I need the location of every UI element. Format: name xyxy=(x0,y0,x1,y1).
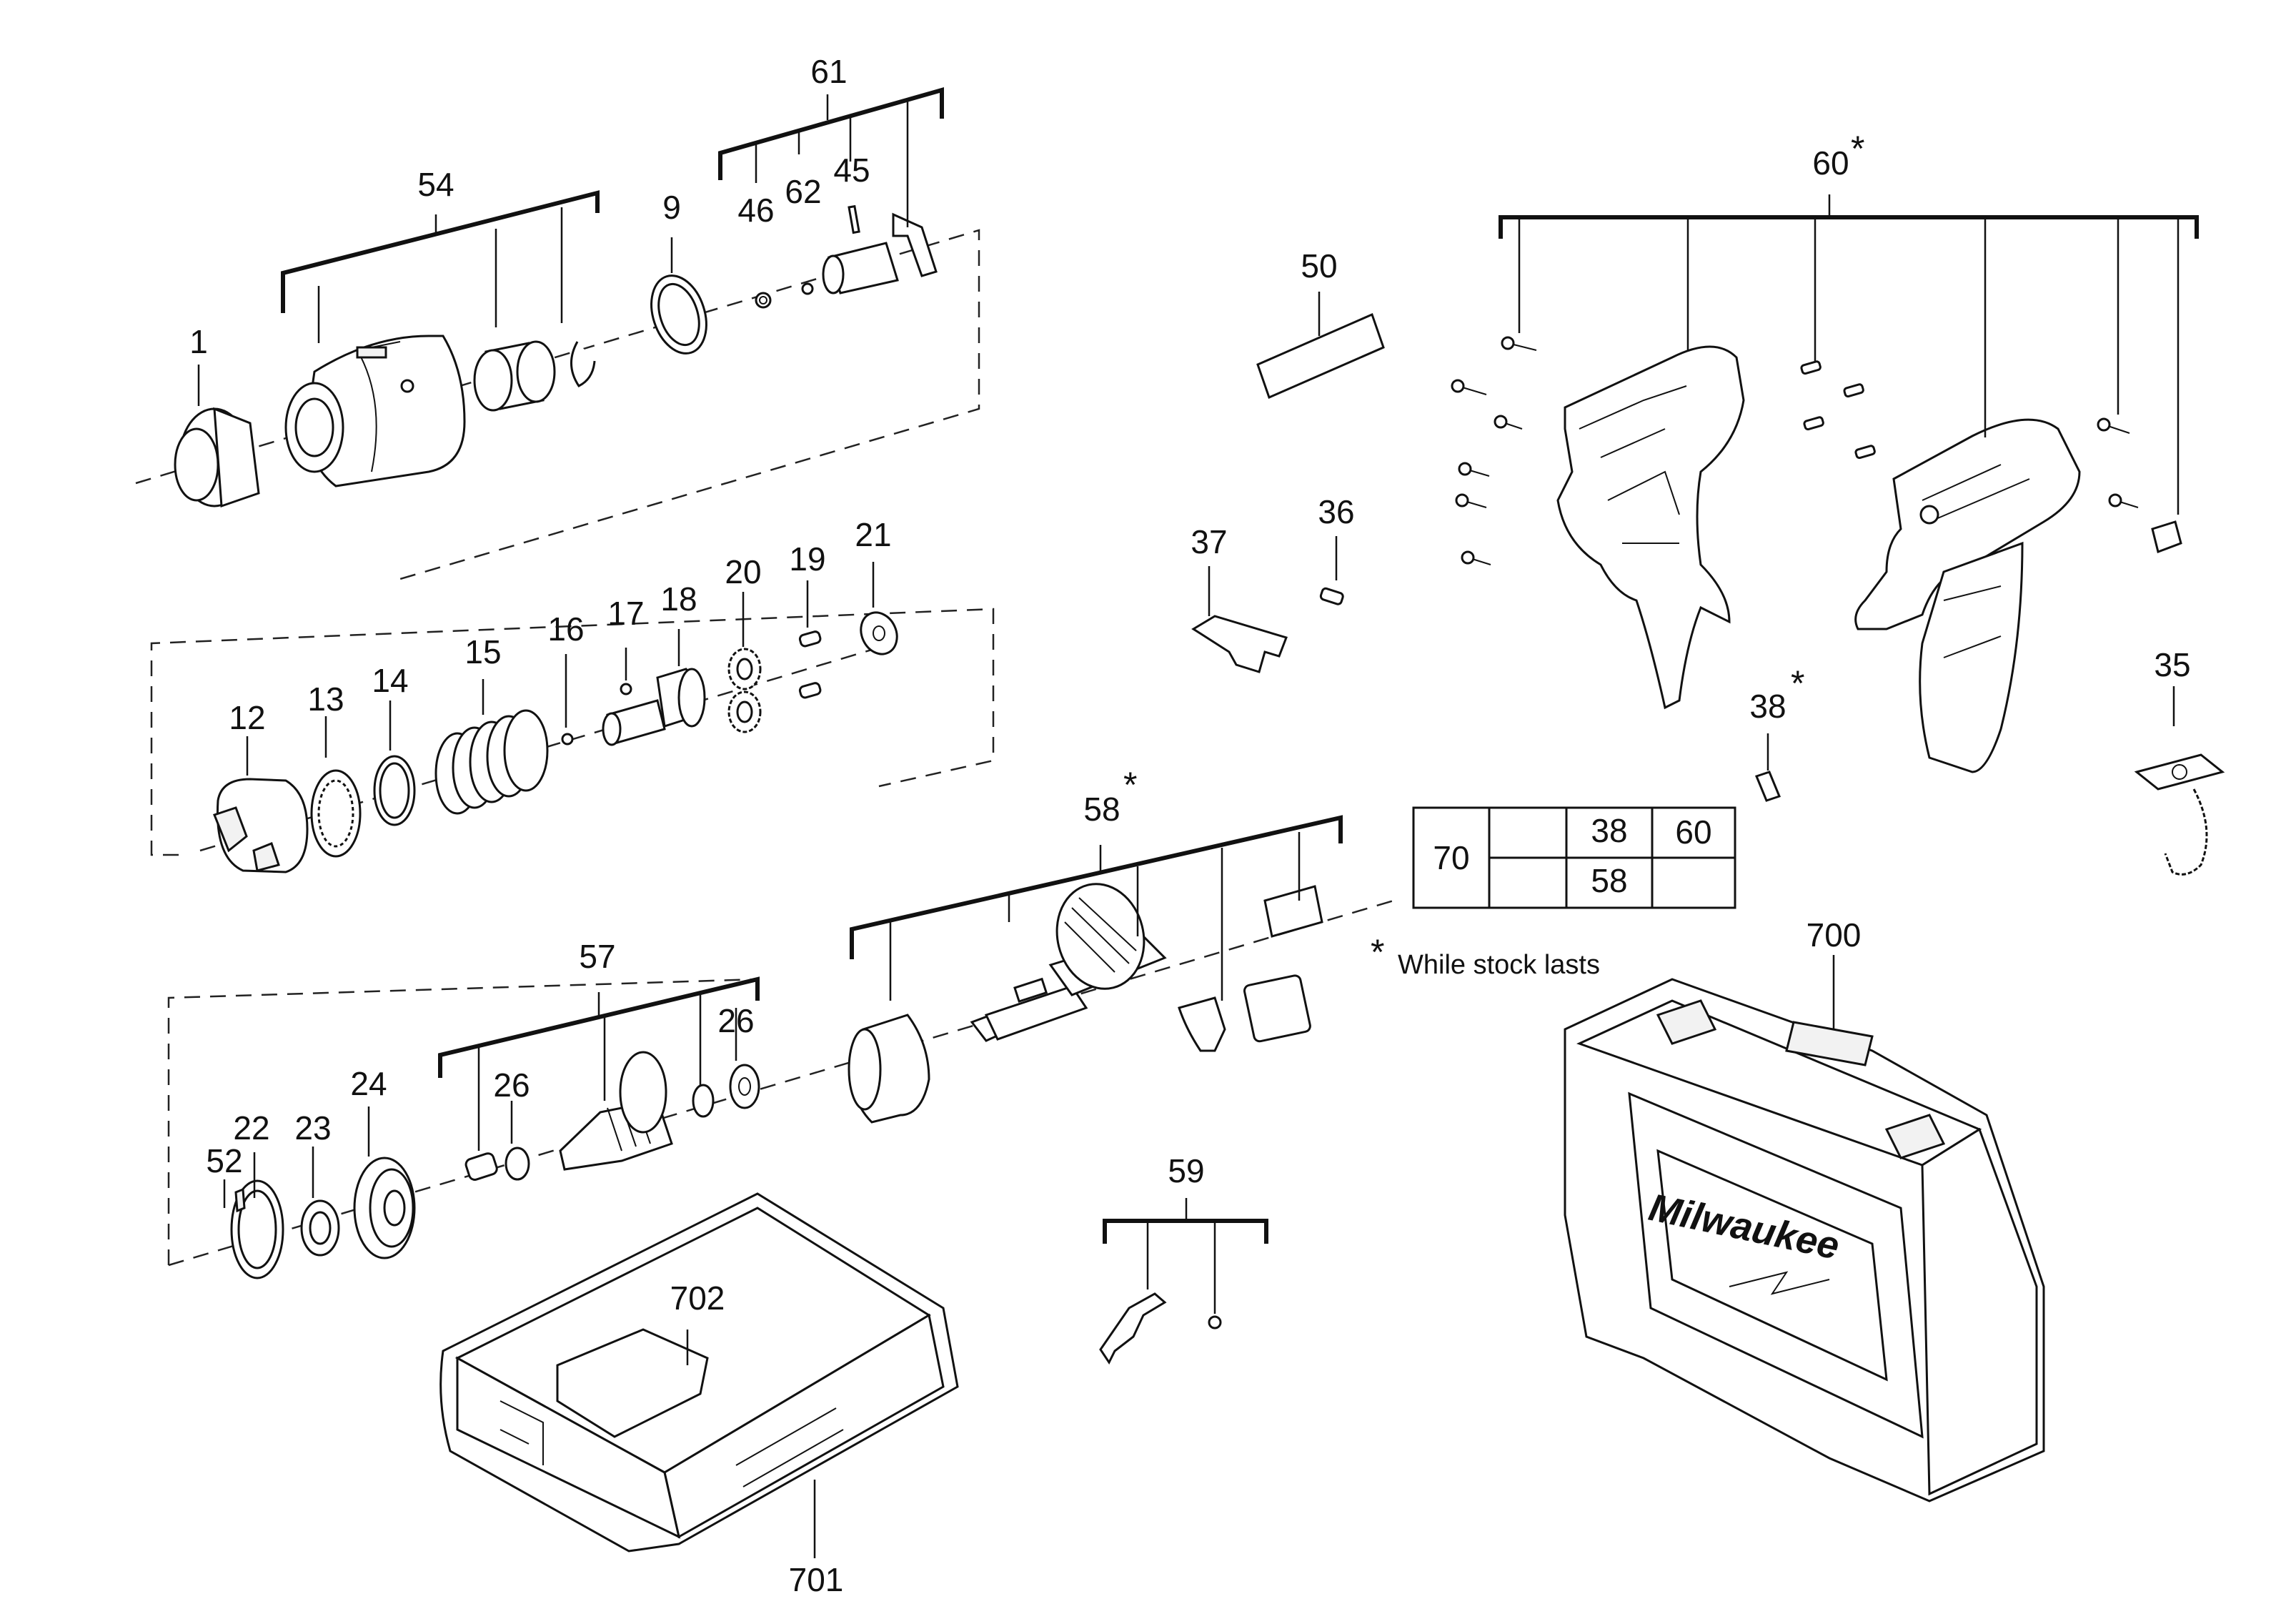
bracket-60 xyxy=(1499,215,2199,239)
callout-60: 60 xyxy=(1812,144,1849,182)
part-35-strap xyxy=(2134,686,2225,876)
part-9-ring xyxy=(650,237,707,355)
kit-table: 70 38 60 58 xyxy=(1412,806,1736,909)
callout-46: 46 xyxy=(737,192,774,229)
bracket-54 xyxy=(281,190,600,313)
part-54-hammer-case xyxy=(284,335,596,487)
part-59-trigger xyxy=(1099,1292,1222,1365)
callout-702: 702 xyxy=(670,1279,725,1317)
part-700-case: Milwaukee xyxy=(1564,955,2045,1502)
part-37-lever xyxy=(1191,566,1288,673)
callout-36: 36 xyxy=(1318,493,1354,530)
footnote-text: While stock lasts xyxy=(1398,950,1600,980)
callout-700: 700 xyxy=(1807,916,1862,954)
part-13-ball-ring xyxy=(310,716,362,858)
part-50-label xyxy=(1256,312,1385,400)
callout-57: 57 xyxy=(579,938,615,975)
callout-14: 14 xyxy=(372,662,408,699)
part-38-clip xyxy=(1755,771,1781,802)
footnote-asterisk: * xyxy=(1371,932,1384,972)
callout-13: 13 xyxy=(307,680,344,718)
part-15-spring xyxy=(434,679,549,815)
callout-37: 37 xyxy=(1191,523,1227,560)
callout-9: 9 xyxy=(662,189,681,226)
bracket-61 xyxy=(718,87,944,180)
part-19-pins xyxy=(798,580,822,699)
row2-assembly xyxy=(150,536,1344,873)
callout-24: 24 xyxy=(350,1065,387,1102)
part-60-housing xyxy=(1451,336,2225,876)
callout-20: 20 xyxy=(725,553,761,590)
callout-45: 45 xyxy=(833,152,870,189)
housing-screws xyxy=(1451,336,2182,565)
part-57-rotor xyxy=(464,1008,760,1181)
part-12-cam xyxy=(213,736,309,873)
callout-labels: 1 54 9 61 46 62 45 50 60 12 13 14 15 16 … xyxy=(189,53,2190,1598)
row3-guide-dash xyxy=(167,978,758,1265)
housing-left-half xyxy=(1556,345,1745,710)
row3-assembly xyxy=(167,883,1394,1365)
kit-table-r1c3: 60 xyxy=(1675,813,1711,851)
callout-50: 50 xyxy=(1301,247,1337,284)
callout-17: 17 xyxy=(607,595,644,632)
callout-35: 35 xyxy=(2154,646,2190,683)
part-24-end-cap xyxy=(353,1106,416,1259)
kit-table-r1c2: 38 xyxy=(1591,812,1627,849)
callout-58: 58 xyxy=(1083,791,1120,828)
row1-assembly xyxy=(135,204,1385,580)
bracket-59 xyxy=(1103,1219,1268,1244)
callout-16: 16 xyxy=(547,610,584,648)
kit-table-kit-number: 70 xyxy=(1433,839,1469,876)
part-701-case xyxy=(439,1192,959,1558)
part-58-stator-electronics xyxy=(848,883,1323,1124)
part-18-spindle xyxy=(602,629,706,746)
callout-59: 59 xyxy=(1168,1152,1204,1189)
callout-38: 38 xyxy=(1749,688,1786,725)
callout-21: 21 xyxy=(855,516,891,553)
callout-26-upper: 26 xyxy=(717,1002,754,1039)
callout-23: 23 xyxy=(294,1109,331,1147)
row1-guide-dash xyxy=(135,229,980,580)
asterisk-38: * xyxy=(1791,663,1804,703)
part-20-planet-gears xyxy=(727,592,762,733)
callout-15: 15 xyxy=(464,633,501,670)
part-16-ball xyxy=(561,654,574,746)
asterisk-58: * xyxy=(1123,765,1137,805)
callout-22: 22 xyxy=(233,1109,269,1147)
callout-62: 62 xyxy=(785,173,821,210)
callout-18: 18 xyxy=(660,580,697,618)
part-14-washer xyxy=(373,700,416,826)
callout-52: 52 xyxy=(206,1142,242,1179)
asterisk-60: * xyxy=(1851,129,1864,169)
part-22-ring xyxy=(223,1152,284,1279)
kit-table-r2c2: 58 xyxy=(1591,862,1627,899)
part-21-washer xyxy=(860,562,898,655)
callout-12: 12 xyxy=(229,699,265,736)
part-1-nose-cap xyxy=(174,365,260,508)
part-61-anvil-assembly xyxy=(755,204,938,309)
callout-54: 54 xyxy=(417,166,454,203)
callout-1: 1 xyxy=(189,323,208,360)
part-36-pin xyxy=(1319,536,1344,605)
callout-19: 19 xyxy=(789,540,825,578)
bracket-58 xyxy=(850,815,1343,959)
part-23-washer xyxy=(300,1147,340,1257)
callout-61: 61 xyxy=(810,53,847,90)
callout-26-lower: 26 xyxy=(493,1066,530,1104)
brackets xyxy=(281,87,2199,1314)
callout-701: 701 xyxy=(789,1561,844,1598)
